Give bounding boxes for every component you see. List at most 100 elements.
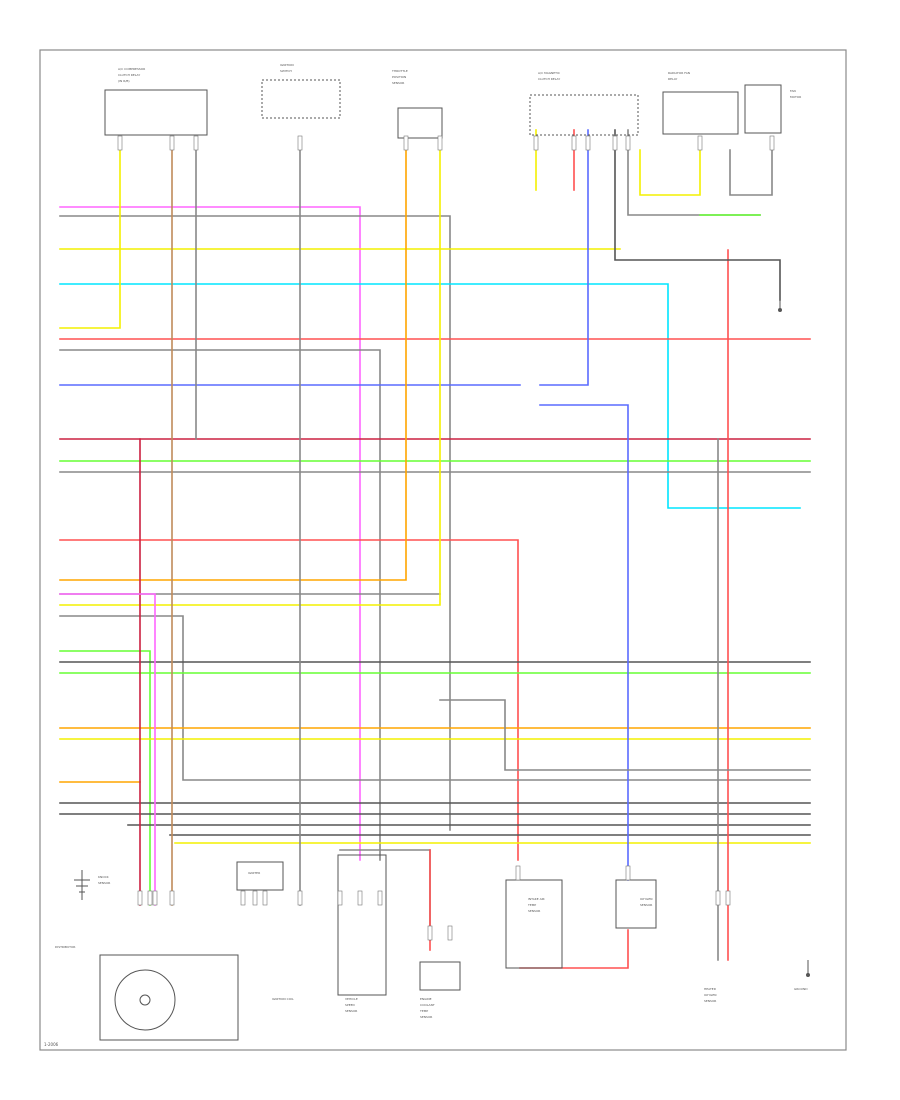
component-bottom-far-right: HEATED OXYGEN SENSOR [704, 987, 717, 1003]
wire-yellow-3 [59, 149, 441, 606]
svg-text:ENGINE: ENGINE [420, 997, 432, 1001]
connector-pin [297, 890, 303, 906]
wire-gray-2 [59, 349, 381, 861]
connector-pin [715, 890, 721, 906]
vertical-wires [59, 129, 811, 969]
svg-text:A/C COMPRESSOR: A/C COMPRESSOR [118, 67, 145, 71]
component-bottom-corner: GROUND [794, 960, 810, 991]
svg-text:FAN: FAN [790, 89, 796, 93]
svg-text:(IN R/B): (IN R/B) [118, 79, 130, 83]
svg-text:TEMP: TEMP [527, 903, 536, 907]
connector-pin [437, 135, 443, 151]
svg-text:CLUTCH RELAY: CLUTCH RELAY [118, 73, 140, 77]
svg-text:HEATED: HEATED [704, 987, 717, 991]
connector-pin [515, 865, 521, 881]
wire-yellow-2 [59, 149, 121, 329]
svg-text:SPEED: SPEED [345, 1003, 356, 1007]
connector-pin [137, 890, 143, 906]
connector-pin [725, 890, 731, 906]
svg-text:A/C MAGNETIC: A/C MAGNETIC [538, 71, 560, 75]
connector-pin [240, 890, 246, 906]
svg-text:KNOCK: KNOCK [98, 875, 110, 879]
svg-text:SENSOR: SENSOR [345, 1009, 357, 1013]
wire-orange-1 [59, 149, 407, 581]
svg-text:DISTRIBUTOR: DISTRIBUTOR [55, 945, 75, 949]
svg-text:COOLANT: COOLANT [420, 1003, 435, 1007]
component-ignition-coil: IGNITION COIL [272, 997, 294, 1001]
component-igniter: IGNITER [236, 861, 284, 891]
wire-red-2 [59, 539, 519, 861]
svg-text:THROTTLE: THROTTLE [391, 69, 408, 73]
connector-pin [377, 890, 383, 906]
connector-pin [447, 925, 453, 941]
wire-pink-v1 [59, 593, 156, 906]
component-bottom-center-sensor2: ENGINE COOLANT TEMP SENSOR [419, 961, 461, 1019]
wire-yellow-v1 [639, 149, 701, 196]
svg-text:SENSOR: SENSOR [704, 999, 716, 1003]
svg-text:VEHICLE: VEHICLE [345, 997, 358, 1001]
svg-text:GROUND: GROUND [794, 987, 808, 991]
connector-pin [169, 135, 175, 151]
component-bottom-left-sensor: KNOCK SENSOR [74, 870, 110, 900]
component-top-center-module: THROTTLE POSITION SENSOR [391, 69, 443, 139]
connector-pin [357, 890, 363, 906]
svg-text:CLUTCH RELAY: CLUTCH RELAY [538, 77, 560, 81]
svg-text:SENSOR: SENSOR [98, 881, 110, 885]
wire-cyan-1 [59, 283, 801, 509]
connector-pin [571, 135, 577, 151]
ground-symbol-top-right [778, 300, 782, 312]
component-ignition-switch: IGNITION SWITCH [261, 63, 341, 119]
connector-pin [697, 135, 703, 151]
connector-pin [337, 890, 343, 906]
component-distributor: DISTRIBUTOR [55, 945, 239, 1041]
connector-pin [585, 135, 591, 151]
connector-pin [403, 135, 409, 151]
diagram-frame [39, 49, 847, 1051]
connector-pin [117, 135, 123, 151]
wire-gray-v6 [627, 129, 761, 216]
wire-gray-v7 [729, 149, 773, 196]
component-top-left-module: A/C COMPRESSOR CLUTCH RELAY (IN R/B) [104, 67, 208, 136]
svg-text:OXYGEN: OXYGEN [704, 993, 717, 997]
svg-text:POSITION: POSITION [392, 75, 406, 79]
wire-red-v4 [519, 929, 629, 969]
connector-pin [297, 135, 303, 151]
wire-green-2 [59, 650, 151, 906]
component-top-right-relay: A/C MAGNETIC CLUTCH RELAY [529, 71, 639, 136]
svg-text:OXYGEN: OXYGEN [640, 897, 653, 901]
connector-pin [193, 135, 199, 151]
connector-pin [533, 135, 539, 151]
svg-text:IGNITER: IGNITER [248, 871, 260, 875]
svg-text:SENSOR: SENSOR [392, 81, 404, 85]
component-top-far-right-relay: RADIATOR FAN RELAY [662, 71, 739, 135]
connector-pin [169, 890, 175, 906]
wire-blue-v2 [539, 129, 589, 386]
wire-blue-v1 [539, 404, 629, 881]
svg-text:SENSOR: SENSOR [528, 909, 540, 913]
wire-gray-top [59, 215, 451, 831]
horizontal-wires [59, 149, 811, 906]
svg-text:SENSOR: SENSOR [420, 1015, 432, 1019]
svg-text:IGNITION: IGNITION [280, 63, 294, 67]
wire-gray-5 [59, 615, 811, 781]
svg-text:SWITCH: SWITCH [280, 69, 292, 73]
svg-text:RELAY: RELAY [668, 77, 678, 81]
svg-text:IGNITION COIL: IGNITION COIL [272, 997, 294, 1001]
connector-pin [147, 890, 153, 906]
page-label: 1-2006 [44, 1042, 59, 1047]
connector-pin [612, 135, 618, 151]
svg-text:INTAKE AIR: INTAKE AIR [528, 897, 545, 901]
connector-pin [152, 890, 158, 906]
component-bottom-right-sensor2: OXYGEN SENSOR [615, 879, 657, 929]
component-bottom-center-sensor: VEHICLE SPEED SENSOR [337, 854, 387, 1013]
svg-text:MOTOR: MOTOR [790, 95, 801, 99]
connector-pin [625, 135, 631, 151]
connector-pin [262, 890, 268, 906]
component-top-corner: FAN MOTOR [744, 84, 801, 134]
connector-pin [252, 890, 258, 906]
connector-pin [427, 925, 433, 941]
wire-darkgray-v1 [614, 129, 781, 301]
wire-gray-v5 [439, 699, 811, 771]
wire-gray-v3 [339, 849, 431, 941]
